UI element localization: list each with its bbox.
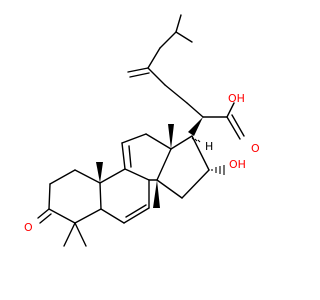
- ring-d: [156, 135, 210, 199]
- ring-a: [48, 169, 102, 224]
- carboxylic-acid-group: [202, 102, 245, 140]
- ring-c: [121, 133, 172, 181]
- hydroxyl-oxygen-label: OH: [229, 158, 246, 171]
- wedge-bond-c20: [188, 117, 203, 136]
- ketone-oxygen-label: O: [24, 221, 33, 234]
- acid-carbonyl-oxygen-label: O: [251, 142, 260, 155]
- hashed-bond-h17: [191, 137, 201, 143]
- stereo-hydrogen-label: H: [205, 140, 213, 153]
- ketone-group: [37, 208, 52, 224]
- exomethylene-side-chain: [127, 47, 204, 118]
- chemical-structure: OH O OH O H: [24, 14, 260, 247]
- wedge-bond-c10-methyl: [96, 162, 103, 183]
- wedge-bond-c14-methyl: [153, 180, 160, 208]
- gem-dimethyl-group: [63, 222, 87, 247]
- hashed-bond-hydroxyl: [211, 165, 225, 175]
- isopropyl-group: [159, 14, 193, 49]
- wedge-bond-c13-methyl: [168, 124, 174, 149]
- acid-oxygen-label: OH: [228, 92, 245, 105]
- ring-b: [99, 168, 150, 224]
